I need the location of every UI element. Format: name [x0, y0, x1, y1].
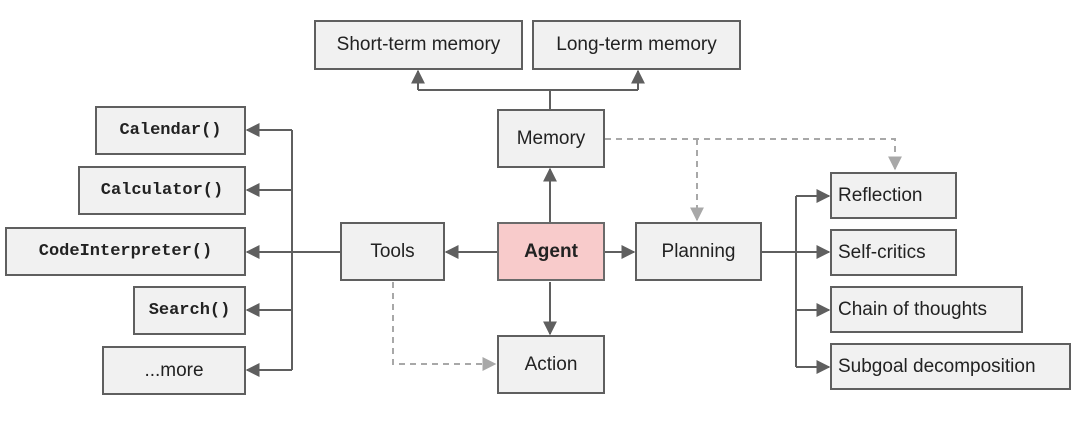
tools-node: Tools	[340, 222, 445, 281]
memory-node: Memory	[497, 109, 605, 168]
long-term-memory-node: Long-term memory	[532, 20, 741, 70]
calendar-tool-node: Calendar()	[95, 106, 246, 155]
action-node: Action	[497, 335, 605, 394]
chain-of-thoughts-node: Chain of thoughts	[830, 286, 1023, 333]
calculator-tool-node: Calculator()	[78, 166, 246, 215]
memory-branch-line	[418, 89, 638, 109]
reflection-node: Reflection	[830, 172, 957, 219]
more-tools-node: ...more	[102, 346, 246, 395]
tools-to-action-dashed-arrow	[392, 282, 497, 371]
subgoal-decomposition-node: Subgoal decomposition	[830, 343, 1071, 390]
short-term-memory-node: Short-term memory	[314, 20, 523, 70]
self-critics-node: Self-critics	[830, 229, 957, 276]
memory-to-reflection-dashed-arrow	[605, 138, 902, 171]
search-tool-node: Search()	[133, 286, 246, 335]
planning-node: Planning	[635, 222, 762, 281]
code-interpreter-tool-node: CodeInterpreter()	[5, 227, 246, 276]
agent-node: Agent	[497, 222, 605, 281]
